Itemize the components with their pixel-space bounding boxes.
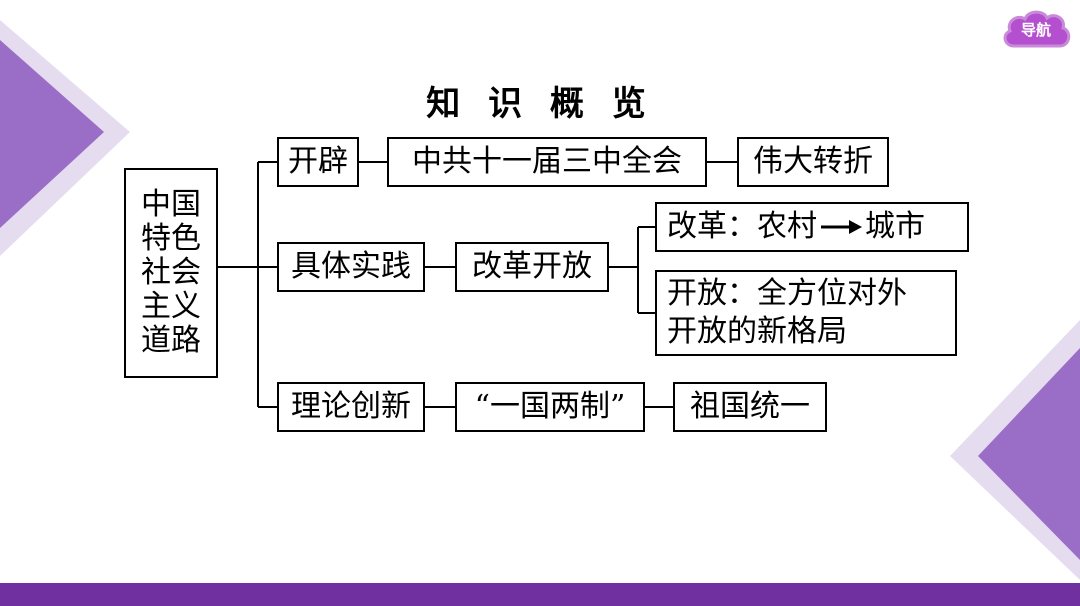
nav-button[interactable]: 导航 bbox=[1000, 6, 1072, 56]
node-gaige-kaifang: 改革开放 bbox=[455, 242, 609, 292]
branch-kaipi: 开辟 bbox=[277, 137, 359, 187]
branch-lilun-chuangxin: 理论创新 bbox=[277, 382, 425, 432]
branch-juti-shijian: 具体实践 bbox=[277, 242, 425, 292]
node-zuguo-tongyi: 祖国统一 bbox=[673, 382, 827, 432]
arrow-right-icon bbox=[821, 220, 862, 234]
node-yiguo-liangzhi: “一国两制” bbox=[455, 382, 645, 432]
cloud-icon bbox=[1003, 10, 1071, 48]
bottom-bar bbox=[0, 583, 1080, 606]
node-sanzhong-quanhui: 中共十一届三中全会 bbox=[387, 137, 707, 187]
chengshi-text: 城市 bbox=[865, 209, 925, 244]
gaige-text: 改革：农村 bbox=[667, 209, 817, 244]
root-node: 中国 特色 社会 主义 道路 bbox=[124, 168, 218, 378]
left-triangle-inner bbox=[0, 40, 104, 228]
page-title: 知 识 概 览 bbox=[426, 84, 654, 124]
node-weida-zhuanzhe: 伟大转折 bbox=[737, 137, 889, 187]
nav-label: 导航 bbox=[1020, 21, 1051, 39]
node-gaige: 改革：农村 城市 bbox=[655, 202, 969, 252]
node-kaifang: 开放：全方位对外 开放的新格局 bbox=[655, 270, 957, 356]
right-triangle-inner bbox=[978, 348, 1080, 560]
